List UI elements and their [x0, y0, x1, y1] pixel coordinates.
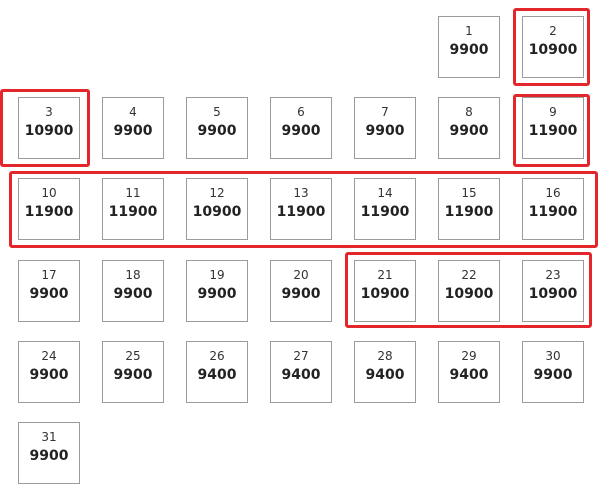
- day-number: 13: [293, 186, 309, 200]
- day-number: 1: [465, 24, 473, 38]
- day-number: 15: [461, 186, 477, 200]
- day-number: 30: [545, 349, 561, 363]
- day-price: 10900: [528, 286, 578, 302]
- day-price: 9900: [281, 123, 321, 139]
- day-cell[interactable]: 12 10900: [186, 178, 248, 240]
- day-price: 11900: [444, 204, 494, 220]
- day-number: 3: [45, 105, 53, 119]
- day-cell[interactable]: 5 9900: [186, 97, 248, 159]
- day-cell[interactable]: 13 11900: [270, 178, 332, 240]
- day-cell[interactable]: 31 9900: [18, 422, 80, 484]
- day-cell[interactable]: 25 9900: [102, 341, 164, 403]
- day-number: 4: [129, 105, 137, 119]
- day-price: 9400: [449, 367, 489, 383]
- day-number: 7: [381, 105, 389, 119]
- day-number: 31: [41, 430, 57, 444]
- day-number: 23: [545, 268, 561, 282]
- day-price: 10900: [444, 286, 494, 302]
- day-cell[interactable]: 18 9900: [102, 260, 164, 322]
- day-price: 9900: [449, 123, 489, 139]
- day-number: 2: [549, 24, 557, 38]
- day-cell[interactable]: 21 10900: [354, 260, 416, 322]
- day-cell[interactable]: 3 10900: [18, 97, 80, 159]
- day-cell[interactable]: 6 9900: [270, 97, 332, 159]
- day-cell[interactable]: 2 10900: [522, 16, 584, 78]
- day-price: 11900: [24, 204, 74, 220]
- day-price: 11900: [528, 123, 578, 139]
- day-cell[interactable]: 19 9900: [186, 260, 248, 322]
- day-price: 10900: [528, 42, 578, 58]
- day-cell[interactable]: 15 11900: [438, 178, 500, 240]
- day-price: 10900: [360, 286, 410, 302]
- day-number: 21: [377, 268, 393, 282]
- day-number: 14: [377, 186, 393, 200]
- day-number: 12: [209, 186, 225, 200]
- day-price: 9400: [197, 367, 237, 383]
- day-price: 10900: [192, 204, 242, 220]
- day-number: 29: [461, 349, 477, 363]
- day-price: 9900: [113, 123, 153, 139]
- day-cell[interactable]: 29 9400: [438, 341, 500, 403]
- day-price: 11900: [528, 204, 578, 220]
- day-cell[interactable]: 1 9900: [438, 16, 500, 78]
- day-price: 9900: [29, 367, 69, 383]
- day-price: 10900: [24, 123, 74, 139]
- day-cell[interactable]: 8 9900: [438, 97, 500, 159]
- day-price: 11900: [276, 204, 326, 220]
- day-cell[interactable]: 22 10900: [438, 260, 500, 322]
- day-number: 22: [461, 268, 477, 282]
- day-cell[interactable]: 4 9900: [102, 97, 164, 159]
- day-number: 8: [465, 105, 473, 119]
- day-price: 9900: [281, 286, 321, 302]
- day-number: 25: [125, 349, 141, 363]
- day-cell[interactable]: 20 9900: [270, 260, 332, 322]
- day-cell[interactable]: 28 9400: [354, 341, 416, 403]
- day-price: 9400: [281, 367, 321, 383]
- day-number: 6: [297, 105, 305, 119]
- day-cell[interactable]: 17 9900: [18, 260, 80, 322]
- day-number: 5: [213, 105, 221, 119]
- day-price: 9900: [113, 286, 153, 302]
- day-price: 11900: [360, 204, 410, 220]
- day-price: 9900: [29, 448, 69, 464]
- day-cell[interactable]: 23 10900: [522, 260, 584, 322]
- day-cell[interactable]: 30 9900: [522, 341, 584, 403]
- day-price: 9900: [29, 286, 69, 302]
- day-price: 9900: [113, 367, 153, 383]
- day-number: 11: [125, 186, 141, 200]
- day-number: 20: [293, 268, 309, 282]
- day-number: 19: [209, 268, 225, 282]
- day-cell[interactable]: 27 9400: [270, 341, 332, 403]
- day-number: 9: [549, 105, 557, 119]
- day-cell[interactable]: 10 11900: [18, 178, 80, 240]
- day-price: 9900: [197, 286, 237, 302]
- day-price: 9900: [197, 123, 237, 139]
- day-number: 27: [293, 349, 309, 363]
- day-cell[interactable]: 26 9400: [186, 341, 248, 403]
- day-cell[interactable]: 16 11900: [522, 178, 584, 240]
- day-price: 9900: [365, 123, 405, 139]
- day-cell[interactable]: 11 11900: [102, 178, 164, 240]
- day-number: 17: [41, 268, 57, 282]
- day-price: 11900: [108, 204, 158, 220]
- day-price: 9900: [449, 42, 489, 58]
- day-number: 16: [545, 186, 561, 200]
- day-number: 10: [41, 186, 57, 200]
- day-price: 9400: [365, 367, 405, 383]
- day-cell[interactable]: 24 9900: [18, 341, 80, 403]
- day-number: 24: [41, 349, 57, 363]
- day-cell[interactable]: 7 9900: [354, 97, 416, 159]
- day-cell[interactable]: 14 11900: [354, 178, 416, 240]
- day-number: 28: [377, 349, 393, 363]
- day-number: 18: [125, 268, 141, 282]
- day-price: 9900: [533, 367, 573, 383]
- day-number: 26: [209, 349, 225, 363]
- day-cell[interactable]: 9 11900: [522, 97, 584, 159]
